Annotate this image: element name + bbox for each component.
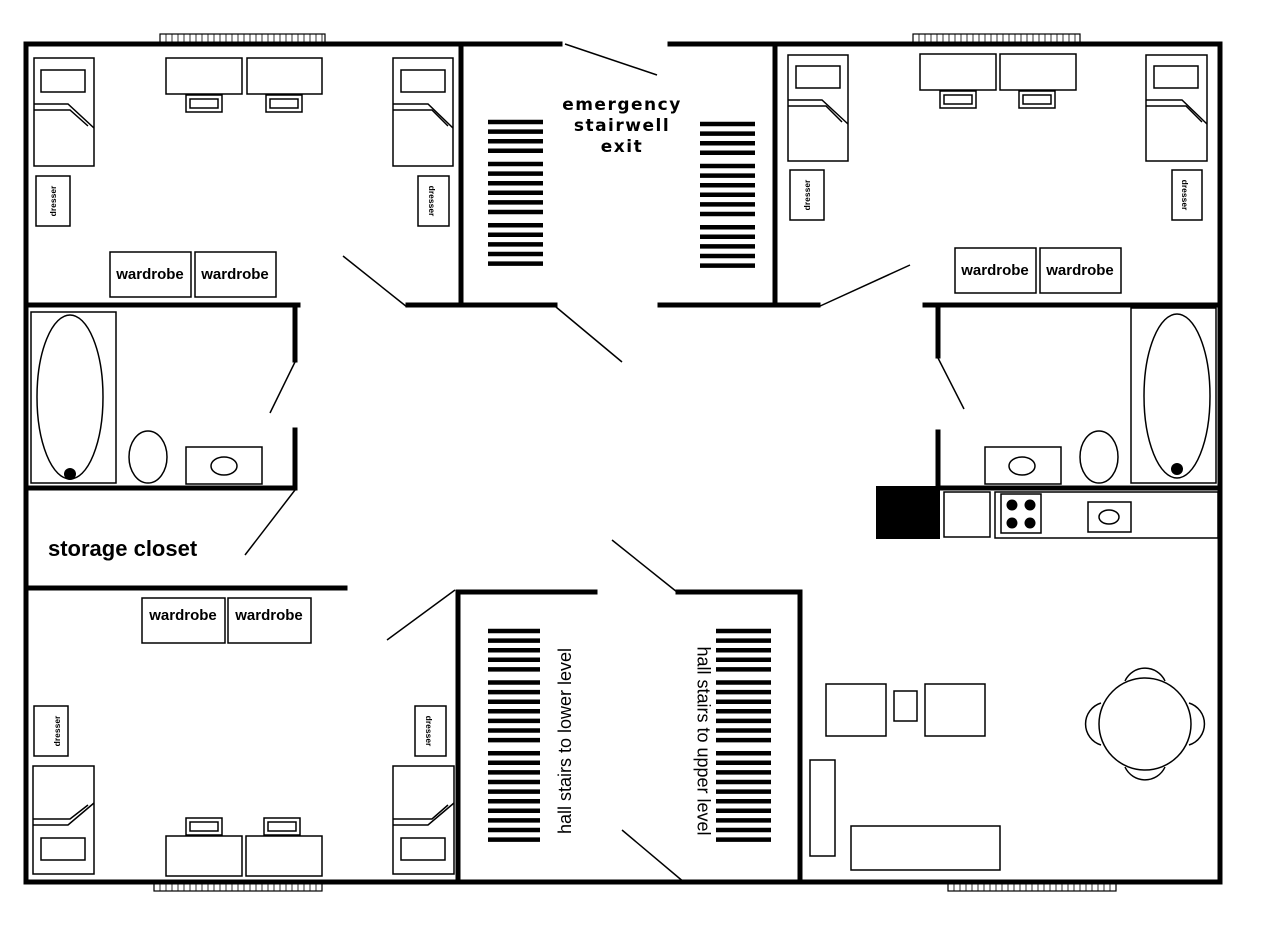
desk-left [165, 817, 243, 877]
desk-right [999, 53, 1077, 109]
svg-text:dresser: dresser [1180, 180, 1190, 211]
svg-text:dresser: dresser [48, 185, 58, 216]
armchair [924, 683, 986, 737]
svg-text:wardrobe: wardrobe [200, 266, 269, 283]
wardrobe: wardrobe [109, 251, 192, 298]
desk-right [245, 817, 323, 877]
svg-text:wardrobe: wardrobe [148, 607, 217, 624]
kitchen-cabinet [943, 491, 991, 538]
bookshelf [809, 759, 836, 857]
dresser: dresser [414, 705, 447, 757]
stovetop [1000, 493, 1042, 534]
bedroom-bottom-left: wardrobe wardrobe dresser dresser [32, 597, 455, 877]
bedroom-top-left: dresser dresser wardrobe wardrobe [33, 57, 454, 298]
toilet [128, 430, 168, 484]
wardrobe: wardrobe [1039, 247, 1122, 294]
bed-right [1145, 54, 1208, 162]
bathtub [30, 311, 117, 484]
dresser: dresser [33, 705, 69, 757]
dresser: dresser [1171, 169, 1203, 221]
svg-text:dresser: dresser [802, 179, 812, 210]
door-swings [244, 43, 965, 884]
dining-table [1084, 667, 1206, 781]
walls [23, 41, 1223, 885]
desk-left [919, 53, 997, 109]
living-area [809, 667, 1206, 871]
sink [984, 446, 1062, 485]
refrigerator [876, 486, 940, 539]
svg-text:dresser: dresser [52, 715, 62, 746]
bedroom-top-right: dresser dresser wardrobe wardrobe [787, 53, 1208, 294]
side-table [893, 690, 918, 722]
svg-text:wardrobe: wardrobe [1045, 262, 1114, 279]
emergency-label: exit [601, 137, 643, 157]
emergency-label: stairwell [574, 116, 670, 136]
bed-right [392, 765, 455, 875]
hall-stairs-upper-label: hall stairs to upper level [693, 646, 713, 835]
wardrobe: wardrobe [194, 251, 277, 298]
sink [185, 446, 263, 485]
wardrobe: wardrobe [227, 597, 312, 644]
kitchen [876, 486, 1219, 539]
sofa [850, 825, 1001, 871]
dresser: dresser [789, 169, 825, 221]
bathroom-right [984, 307, 1217, 485]
svg-text:wardrobe: wardrobe [115, 266, 184, 283]
stair-treads [488, 119, 771, 842]
dresser: dresser [35, 175, 71, 227]
bathroom-left [30, 311, 263, 485]
dresser: dresser [417, 175, 450, 227]
armchair [825, 683, 887, 737]
hall-stairs-lower-label: hall stairs to lower level [555, 648, 575, 834]
window-mullions [159, 34, 1111, 891]
wardrobe: wardrobe [954, 247, 1037, 294]
bed-left [787, 54, 849, 162]
kitchen-sink [1087, 501, 1132, 533]
svg-text:dresser: dresser [424, 716, 434, 747]
bed-left [32, 765, 95, 875]
wardrobe: wardrobe [141, 597, 226, 644]
bed-right [392, 57, 454, 167]
bed-left [33, 57, 95, 167]
toilet [1079, 430, 1119, 484]
storage-closet-label: storage closet [48, 536, 198, 561]
emergency-label: emergency [562, 95, 682, 115]
svg-text:wardrobe: wardrobe [234, 607, 303, 624]
svg-text:wardrobe: wardrobe [960, 262, 1029, 279]
desk-left [165, 57, 243, 113]
desk-right [246, 57, 323, 113]
bathtub [1130, 307, 1217, 484]
svg-text:dresser: dresser [427, 186, 437, 217]
